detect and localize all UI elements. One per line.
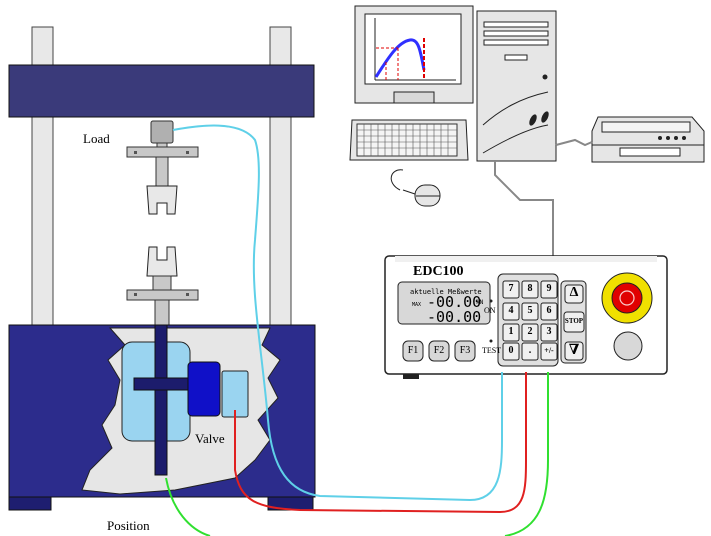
on-label: ON <box>484 306 496 315</box>
key-dot-label: . <box>528 345 532 356</box>
f2-key[interactable] <box>428 340 450 362</box>
upper-grip-jaw <box>146 185 178 215</box>
computer <box>349 5 705 258</box>
key-9-label: 9 <box>546 283 552 294</box>
key-0-label: 0 <box>508 345 514 356</box>
stop-key-label: STOP <box>564 317 584 325</box>
down-key[interactable] <box>564 341 584 361</box>
servo-valve <box>187 361 221 417</box>
monitor-screen <box>364 13 462 85</box>
valve-cable <box>234 372 527 514</box>
emergency-stop-button[interactable] <box>611 282 643 314</box>
reset-button[interactable] <box>613 331 643 361</box>
load-cell <box>150 120 174 144</box>
key-0[interactable] <box>502 342 520 361</box>
key-4[interactable] <box>502 302 520 321</box>
key-3-label: 3 <box>546 326 552 337</box>
f1-key-label: F1 <box>407 345 419 356</box>
foot-left <box>8 496 52 511</box>
printer-cable <box>555 138 593 147</box>
stop-key[interactable] <box>563 311 585 333</box>
lower-grip-jaw <box>146 246 178 277</box>
controller-title: EDC100 <box>413 264 464 279</box>
key-6-label: 6 <box>546 305 552 316</box>
key-1-label: 1 <box>508 326 514 337</box>
lcd-display <box>397 281 491 325</box>
lcd-line-2-value: -00.00 <box>427 293 482 311</box>
lcd-line-2-unit: kN <box>476 299 484 306</box>
load-cable <box>172 124 503 502</box>
key-4-label: 4 <box>508 305 514 316</box>
load-label: Load <box>83 131 110 146</box>
key-5[interactable] <box>521 302 539 321</box>
up-key-label: Δ <box>569 285 579 300</box>
key-2-label: 2 <box>527 326 533 337</box>
printer <box>591 116 705 163</box>
piston-rod <box>154 324 168 476</box>
f2-key-label: F2 <box>433 345 445 356</box>
key-7[interactable] <box>502 280 520 299</box>
key-7-label: 7 <box>508 283 514 294</box>
position-label: Position <box>107 518 150 533</box>
down-key-label: ∇ <box>568 343 580 358</box>
key-6[interactable] <box>540 302 558 321</box>
key-plusminus[interactable] <box>540 342 558 361</box>
up-key[interactable] <box>564 284 584 304</box>
key-plusminus-label: +/- <box>544 346 554 355</box>
key-1[interactable] <box>502 323 520 342</box>
key-3[interactable] <box>540 323 558 342</box>
key-8-label: 8 <box>527 283 533 294</box>
key-dot[interactable] <box>521 342 539 361</box>
edc-controller <box>384 255 668 379</box>
load-frame <box>8 26 316 511</box>
key-5-label: 5 <box>527 305 533 316</box>
f3-key-label: F3 <box>459 345 471 356</box>
lcd-line-1: aktuelle Meßwerte <box>410 288 482 296</box>
f1-key[interactable] <box>402 340 424 362</box>
key-9[interactable] <box>540 280 558 299</box>
lcd-line-2-prefix: MAX <box>412 302 422 308</box>
test-indicator <box>489 339 493 343</box>
key-8[interactable] <box>521 280 539 299</box>
valve-label: Valve <box>195 431 225 446</box>
controller-cable <box>494 161 554 258</box>
crosshead <box>8 64 315 118</box>
position-cable <box>165 372 549 536</box>
key-2[interactable] <box>521 323 539 342</box>
on-indicator <box>489 299 493 303</box>
f3-key[interactable] <box>454 340 476 362</box>
lcd-line-3-value: -00.00 <box>427 308 482 326</box>
test-label: TEST <box>482 346 502 355</box>
